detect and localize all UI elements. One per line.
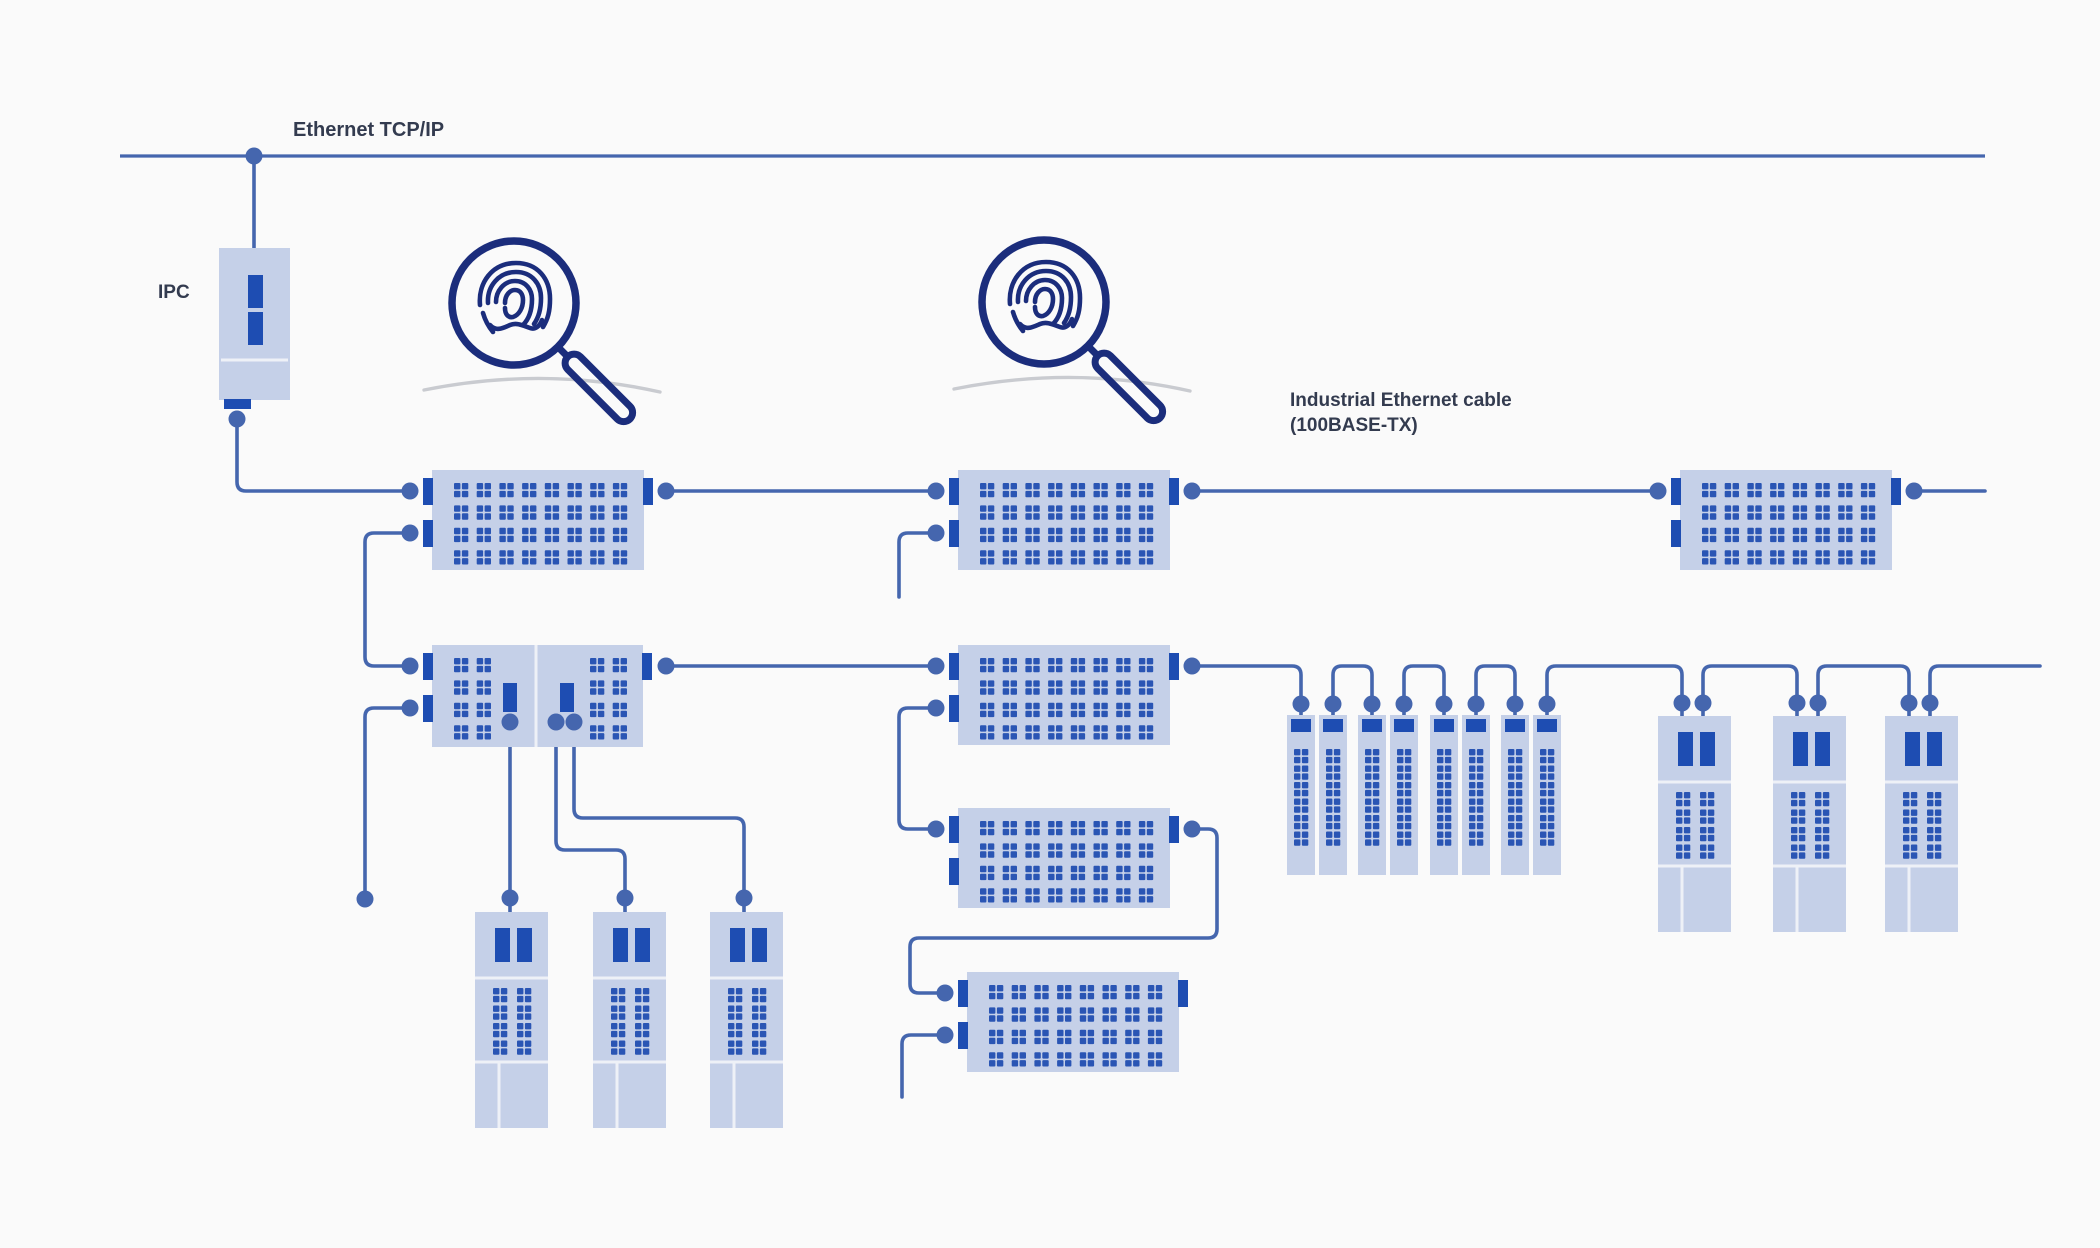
connection-dot [356,890,374,908]
industrial-cable-label-line1: Industrial Ethernet cable [1290,390,1512,411]
cable-wire [363,706,412,901]
ethernet-switch-module [958,972,1188,1072]
connection-dot [401,657,419,675]
magnifier-handle [553,342,637,426]
connection-dot [657,482,675,500]
io-terminal-station [1658,716,1731,932]
connection-dot [1649,482,1667,500]
magnifier-fingerprint-icon [978,236,1167,425]
connection-dot [1788,694,1806,712]
connection-dot [936,984,954,1002]
bus-coupler-module [423,645,652,747]
connection-dot [936,1026,954,1044]
magnifier-fingerprint-icon [448,237,637,426]
cable-wire [1701,664,1799,718]
cable-wire [900,1033,947,1099]
connection-dot [1467,695,1485,713]
cable-wire [1331,664,1374,717]
magnifier-fingerprint-graphic [952,236,1192,425]
connection-dot [245,147,263,165]
connection-dot [1921,694,1939,712]
connection-dot [657,657,675,675]
industrial-cable-label-line2: (100BASE-TX) [1290,415,1418,436]
cable-wire [235,417,412,493]
slim-io-module-pair [1430,715,1490,875]
cable-wire [572,720,746,914]
cable-wire [897,706,938,831]
surface-arc [422,376,662,394]
connection-dot [1900,694,1918,712]
connection-dot [616,889,634,907]
slim-io-module-pair [1358,715,1418,875]
connection-dot [927,699,945,717]
connection-dot [1183,657,1201,675]
cable-wire [897,531,938,599]
connection-dot [927,524,945,542]
ethernet-switch-module [949,470,1179,570]
connection-dot [735,889,753,907]
connection-dot [1324,695,1342,713]
io-terminal-station [1773,716,1846,932]
connection-dot [565,713,583,731]
slim-io-module-pair [1287,715,1347,875]
connection-dot [1673,694,1691,712]
cable-wire [554,720,627,914]
connection-dot [1694,694,1712,712]
cable-wire [1928,664,2042,718]
ethernet-bus-label: Ethernet TCP/IP [293,119,444,141]
magnifier-fingerprint-graphic [422,237,662,426]
cable-wire [1816,664,1911,718]
connection-dot [1506,695,1524,713]
cable-wire [1474,664,1517,717]
io-terminal-station [1885,716,1958,932]
io-terminal-station [593,912,666,1128]
connection-dot [927,820,945,838]
connection-dot [1395,695,1413,713]
connection-dots-layer [228,147,1939,1044]
magnifier-handle [1083,341,1167,425]
connection-dot [1809,694,1827,712]
connection-dot [1183,482,1201,500]
cable-wire [363,531,412,668]
slim-io-module-pair [1501,715,1561,875]
ethernet-switch-module [949,808,1179,908]
cable-wire [908,827,1219,995]
ipc-label: IPC [158,282,190,303]
cable-wires-layer [120,154,2042,1099]
connection-dot [501,889,519,907]
connection-dot [927,657,945,675]
connection-dot [401,524,419,542]
surface-arc [952,375,1192,393]
ethernet-switch-module [1671,470,1901,570]
cable-wire [1190,664,1303,717]
connection-dot [1435,695,1453,713]
connection-dot [1292,695,1310,713]
connection-dot [501,713,519,731]
connection-dot [1183,820,1201,838]
connection-dot [1363,695,1381,713]
ethernet-switch-module [949,645,1179,745]
cable-wire [1402,664,1446,717]
connection-dot [401,482,419,500]
connection-dot [1905,482,1923,500]
device-nodes-layer [219,236,1958,1128]
connection-dot [401,699,419,717]
connection-dot [228,410,246,428]
io-terminal-station [475,912,548,1128]
connection-dot [927,482,945,500]
connection-dot [1538,695,1556,713]
cable-wire [1545,664,1684,718]
io-terminal-station [710,912,783,1128]
ethernet-switch-module [423,470,653,570]
connection-dot [547,713,565,731]
ipc-device [219,248,290,409]
